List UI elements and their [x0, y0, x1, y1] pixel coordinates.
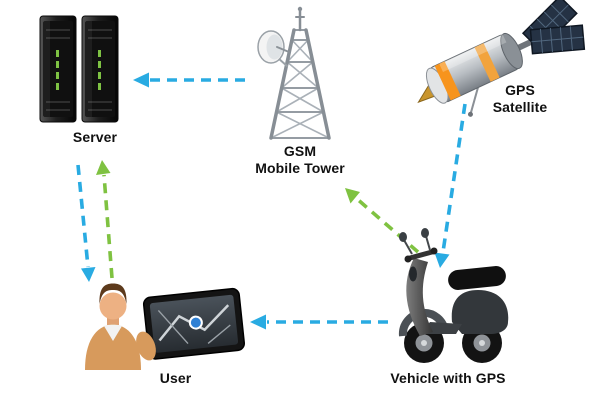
- arrow-user-to-server: [96, 160, 114, 279]
- gps-satellite-label: GPS Satellite: [474, 82, 566, 116]
- person: [85, 283, 156, 370]
- tower-dish: [257, 30, 290, 67]
- vehicle-label: Vehicle with GPS: [390, 370, 506, 386]
- map-pin-icon: [188, 315, 203, 330]
- gps-satellite-icon: [417, 0, 586, 117]
- gsm-tower-label: GSM Mobile Tower: [234, 143, 366, 177]
- arrow-server-to-user: [76, 164, 96, 282]
- gps-device: [142, 287, 246, 360]
- gsm-tower-label-line2: Mobile Tower: [255, 160, 345, 177]
- arrows-layer: [76, 72, 467, 330]
- user-icon: [85, 283, 246, 370]
- gps-satellite-label-line1: GPS: [505, 82, 535, 98]
- arrow-vehicle-to-tower: [345, 188, 420, 254]
- arrow-vehicle-to-user: [250, 314, 388, 330]
- gps-satellite-label-line2: Satellite: [492, 99, 548, 116]
- server-label: Server: [72, 129, 118, 145]
- user-label: User: [159, 370, 192, 386]
- gsm-tower-label-line1: GSM: [283, 143, 317, 159]
- gsm-tower-icon: [257, 6, 331, 140]
- server-icon: [39, 15, 119, 123]
- satellite-panel-lower: [529, 24, 586, 55]
- arrow-tower-to-server: [133, 72, 245, 88]
- scooter-icon: [398, 228, 509, 363]
- arrow-satellite-to-vehicle: [434, 103, 467, 268]
